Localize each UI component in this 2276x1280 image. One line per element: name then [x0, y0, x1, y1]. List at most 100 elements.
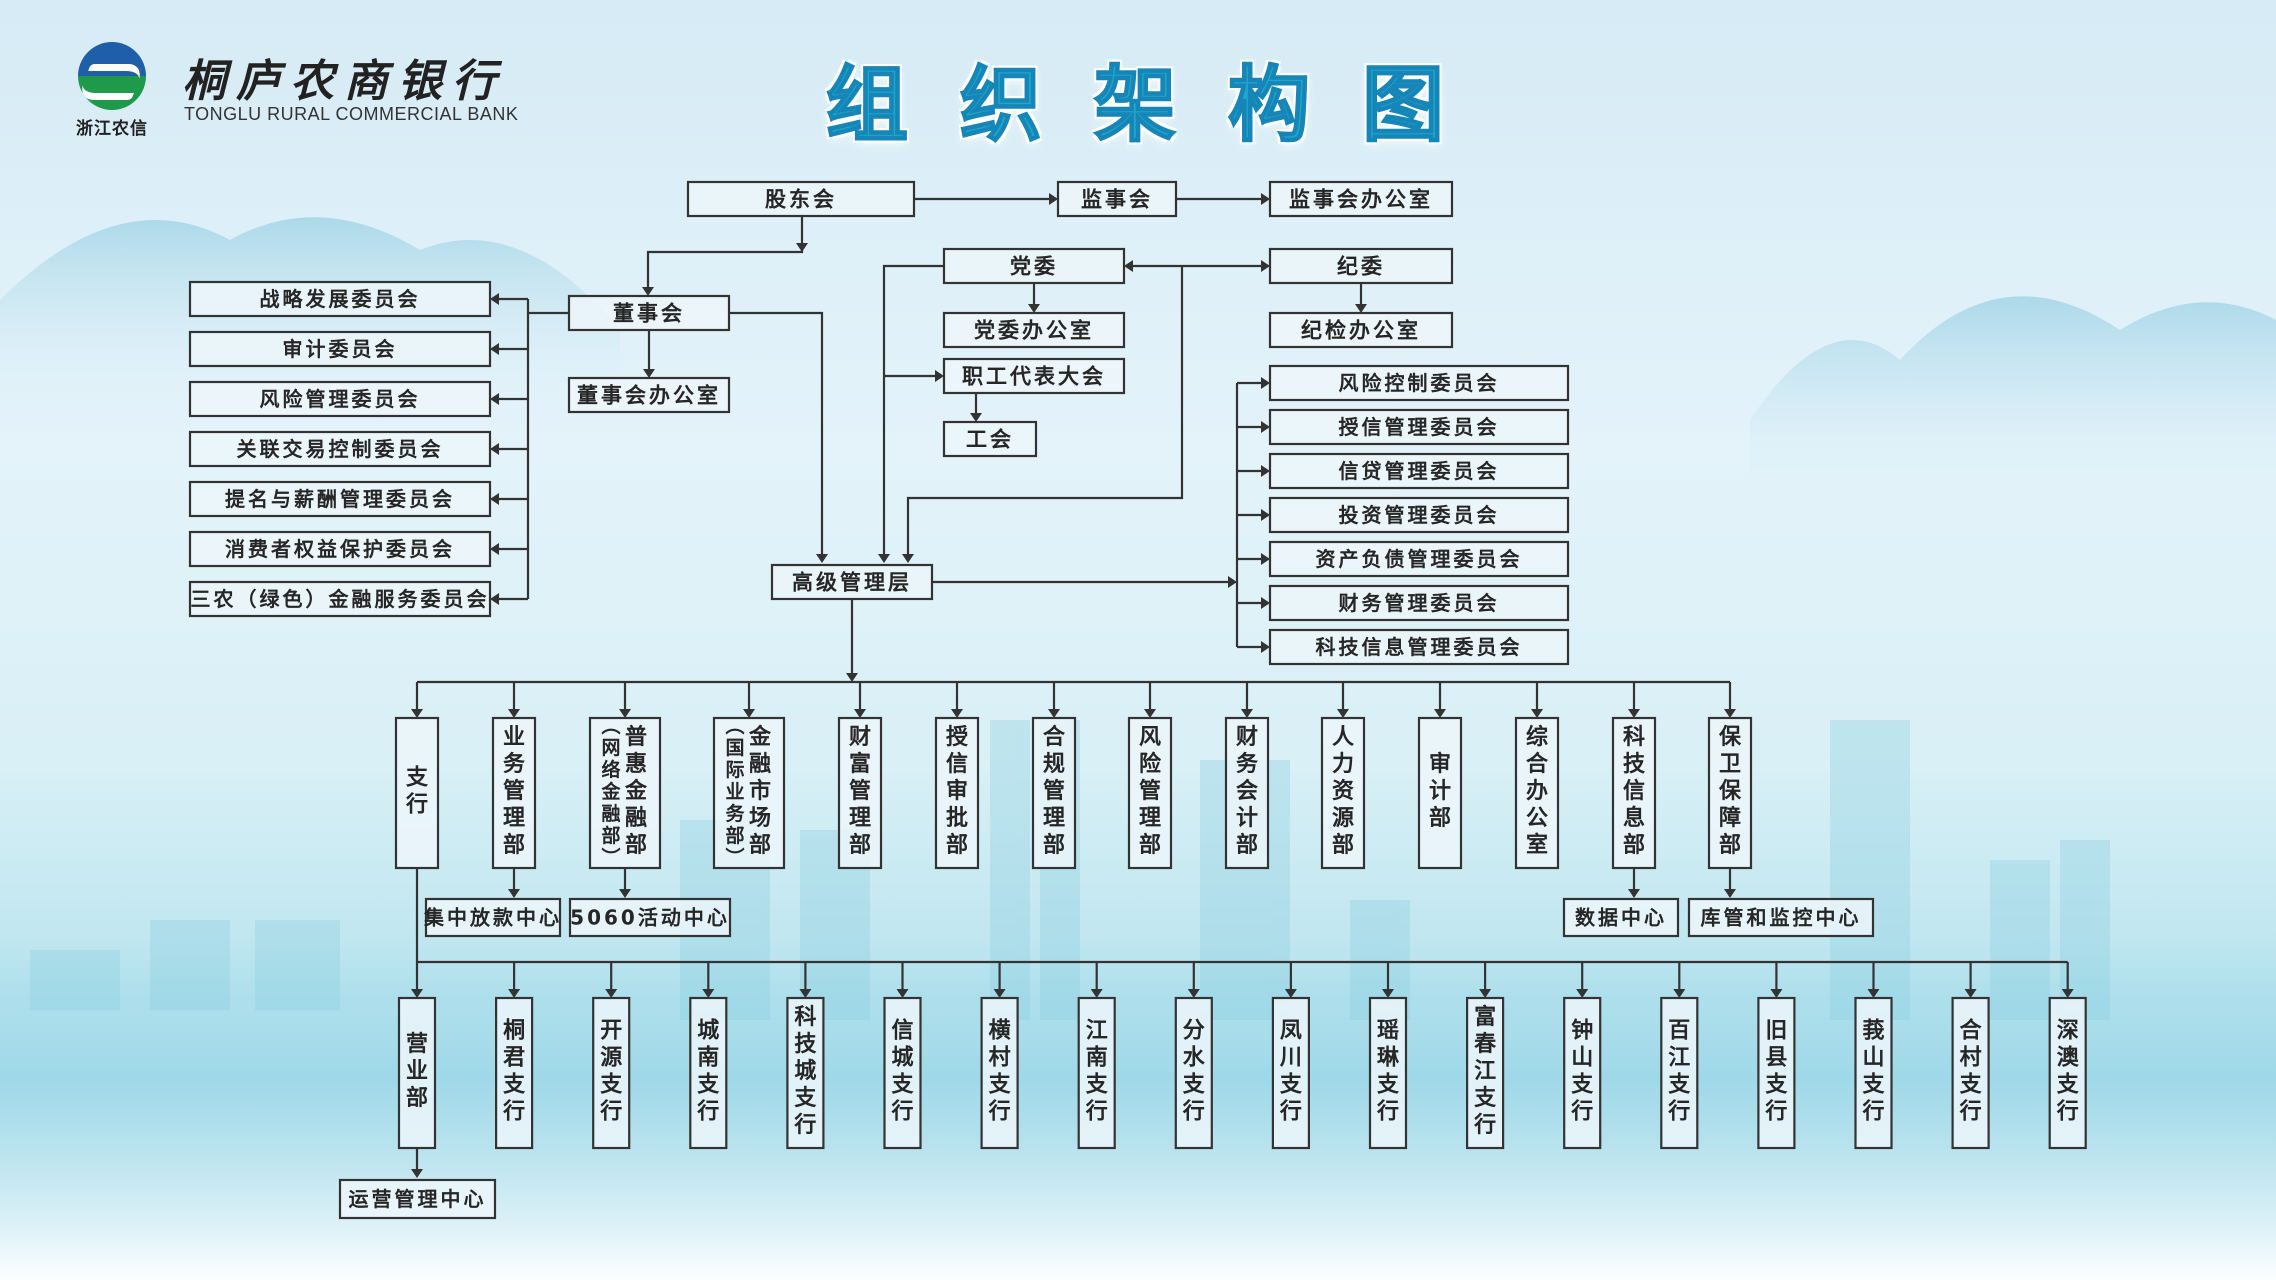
- branch-13[interactable]: 钟山支行: [1563, 996, 1602, 1150]
- branch-3[interactable]: 开源支行: [592, 996, 631, 1150]
- branch-1[interactable]: 营业部: [397, 996, 437, 1150]
- department-5[interactable]: 财富管理部: [837, 716, 883, 870]
- branch-9-label: 分水支行: [1182, 1019, 1206, 1125]
- board-committee-6[interactable]: 消费者权益保护委员会: [188, 530, 492, 568]
- branch-9[interactable]: 分水支行: [1174, 996, 1213, 1150]
- arrow-head-icon: [1090, 989, 1103, 998]
- department-5-box: [837, 716, 883, 870]
- department-2[interactable]: 业务管理部: [491, 716, 537, 870]
- management-committee-6[interactable]: 财务管理委员会: [1268, 584, 1570, 622]
- arrow-head-icon: [970, 413, 982, 422]
- branch-2[interactable]: 桐君支行: [495, 996, 534, 1150]
- arrow-head-icon: [490, 543, 499, 555]
- department-7[interactable]: 合规管理部: [1031, 716, 1077, 870]
- branch-17[interactable]: 合村支行: [1951, 996, 1990, 1150]
- branch-10-label: 凤川支行: [1279, 1019, 1303, 1125]
- department-sub-2[interactable]: 集中放款中心: [423, 897, 562, 938]
- arrow-head-icon: [1261, 193, 1270, 205]
- board-committee-2[interactable]: 审计委员会: [188, 330, 492, 368]
- department-12[interactable]: 综合办公室: [1514, 716, 1560, 870]
- department-2-label: 业务管理部: [503, 725, 526, 858]
- management-committee-2[interactable]: 授信管理委员会: [1268, 408, 1570, 446]
- department-12-label: 综合办公室: [1526, 724, 1549, 858]
- board-committee-1[interactable]: 战略发展委员会: [188, 280, 492, 318]
- department-8[interactable]: 风险管理部: [1127, 716, 1173, 870]
- management-committee-4[interactable]: 投资管理委员会: [1268, 496, 1570, 534]
- connector-line: [882, 264, 944, 560]
- branch-sub-1[interactable]: 运营管理中心: [338, 1178, 497, 1220]
- department-13-label: 科技信息部: [1623, 725, 1646, 858]
- node-trade-union-box: [942, 420, 1038, 458]
- branch-18[interactable]: 深澳支行: [2048, 996, 2087, 1150]
- branch-5-label: 科技城支行: [793, 1005, 817, 1138]
- branch-11[interactable]: 瑶琳支行: [1368, 996, 1408, 1150]
- branch-2-label: 桐君支行: [502, 1019, 526, 1125]
- node-discipline-committee[interactable]: 纪委: [1268, 247, 1454, 285]
- board-committee-4[interactable]: 关联交易控制委员会: [188, 430, 492, 468]
- arrow-head-icon: [743, 709, 755, 718]
- department-6-label: 授信审批部: [946, 725, 969, 858]
- node-board-office[interactable]: 董事会办公室: [567, 376, 731, 414]
- branch-sub-1-box: [338, 1178, 497, 1220]
- arrow-head-icon: [951, 709, 963, 718]
- connector-line: [906, 266, 1184, 560]
- department-1-label: 支行: [405, 766, 429, 818]
- department-1[interactable]: 支行: [394, 716, 440, 870]
- branch-10[interactable]: 凤川支行: [1271, 996, 1311, 1150]
- department-11[interactable]: 审计部: [1417, 716, 1463, 870]
- node-board[interactable]: 董事会: [567, 294, 731, 332]
- branch-5-box: [786, 996, 825, 1150]
- branch-12[interactable]: 富春江支行: [1465, 996, 1505, 1150]
- department-9[interactable]: 财务会计部: [1224, 716, 1270, 870]
- department-7-label: 合规管理部: [1043, 724, 1066, 858]
- branch-6-box: [883, 996, 922, 1150]
- department-4[interactable]: 金融市场部︵国际业务部︶: [712, 715, 786, 869]
- department-14[interactable]: 保卫保障部: [1707, 716, 1753, 870]
- department-13[interactable]: 科技信息部: [1611, 716, 1657, 870]
- node-senior-management[interactable]: 高级管理层: [770, 563, 934, 601]
- branch-14[interactable]: 百江支行: [1660, 996, 1699, 1150]
- node-trade-union[interactable]: 工会: [942, 420, 1038, 458]
- management-committee-7[interactable]: 科技信息管理委员会: [1268, 628, 1570, 666]
- branch-13-box: [1563, 996, 1602, 1150]
- department-9-label: 财务会计部: [1236, 725, 1259, 858]
- board-committee-3[interactable]: 风险管理委员会: [188, 380, 492, 418]
- node-workers-congress[interactable]: 职工代表大会: [942, 357, 1126, 395]
- management-committee-5-box: [1268, 540, 1570, 578]
- arrow-head-icon: [1124, 260, 1133, 272]
- management-committee-1[interactable]: 风险控制委员会: [1268, 364, 1570, 402]
- department-5-label: 财富管理部: [849, 725, 871, 858]
- node-shareholders[interactable]: 股东会: [686, 180, 916, 218]
- department-6[interactable]: 授信审批部: [934, 716, 980, 870]
- department-3[interactable]: 普惠金融部︵网络金融部︶: [588, 715, 662, 869]
- bank-name-cn: 桐庐农商银行: [182, 56, 506, 107]
- node-supervisory-office[interactable]: 监事会办公室: [1268, 180, 1454, 218]
- node-discipline-office[interactable]: 纪检办公室: [1268, 311, 1454, 349]
- management-committee-3[interactable]: 信贷管理委员会: [1268, 452, 1570, 490]
- department-sub-3[interactable]: 5060活动中心: [568, 897, 732, 938]
- department-sub-14[interactable]: 库管和监控中心: [1687, 897, 1875, 938]
- node-party-committee[interactable]: 党委: [942, 247, 1126, 285]
- board-committee-5[interactable]: 提名与薪酬管理委员会: [188, 480, 492, 518]
- connector-line: [729, 311, 824, 560]
- department-10[interactable]: 人力资源部: [1320, 716, 1366, 870]
- branch-4[interactable]: 城南支行: [689, 996, 728, 1150]
- branch-7[interactable]: 横村支行: [980, 996, 1019, 1150]
- branch-15[interactable]: 旧县支行: [1757, 996, 1796, 1150]
- branch-8[interactable]: 江南支行: [1077, 996, 1116, 1150]
- branch-16[interactable]: 莪山支行: [1854, 996, 1893, 1150]
- board-committee-7[interactable]: 三农（绿色）金融服务委员会: [188, 580, 492, 618]
- department-sub-13[interactable]: 数据中心: [1562, 897, 1680, 938]
- branch-1-label: 营业部: [406, 1032, 428, 1111]
- branch-14-label: 百江支行: [1667, 1019, 1691, 1125]
- board-committee-5-label: 提名与薪酬管理委员会: [225, 487, 455, 511]
- branch-5[interactable]: 科技城支行: [786, 996, 825, 1150]
- node-party-office[interactable]: 党委办公室: [942, 311, 1126, 349]
- department-11-label: 审计部: [1429, 751, 1451, 831]
- branch-6[interactable]: 信城支行: [883, 996, 922, 1150]
- node-board-office-label: 董事会办公室: [577, 384, 721, 408]
- department-sub-2-label: 集中放款中心: [423, 906, 562, 930]
- node-supervisory-board[interactable]: 监事会: [1056, 180, 1178, 218]
- arrow-head-icon: [896, 989, 909, 998]
- management-committee-5[interactable]: 资产负债管理委员会: [1268, 540, 1570, 578]
